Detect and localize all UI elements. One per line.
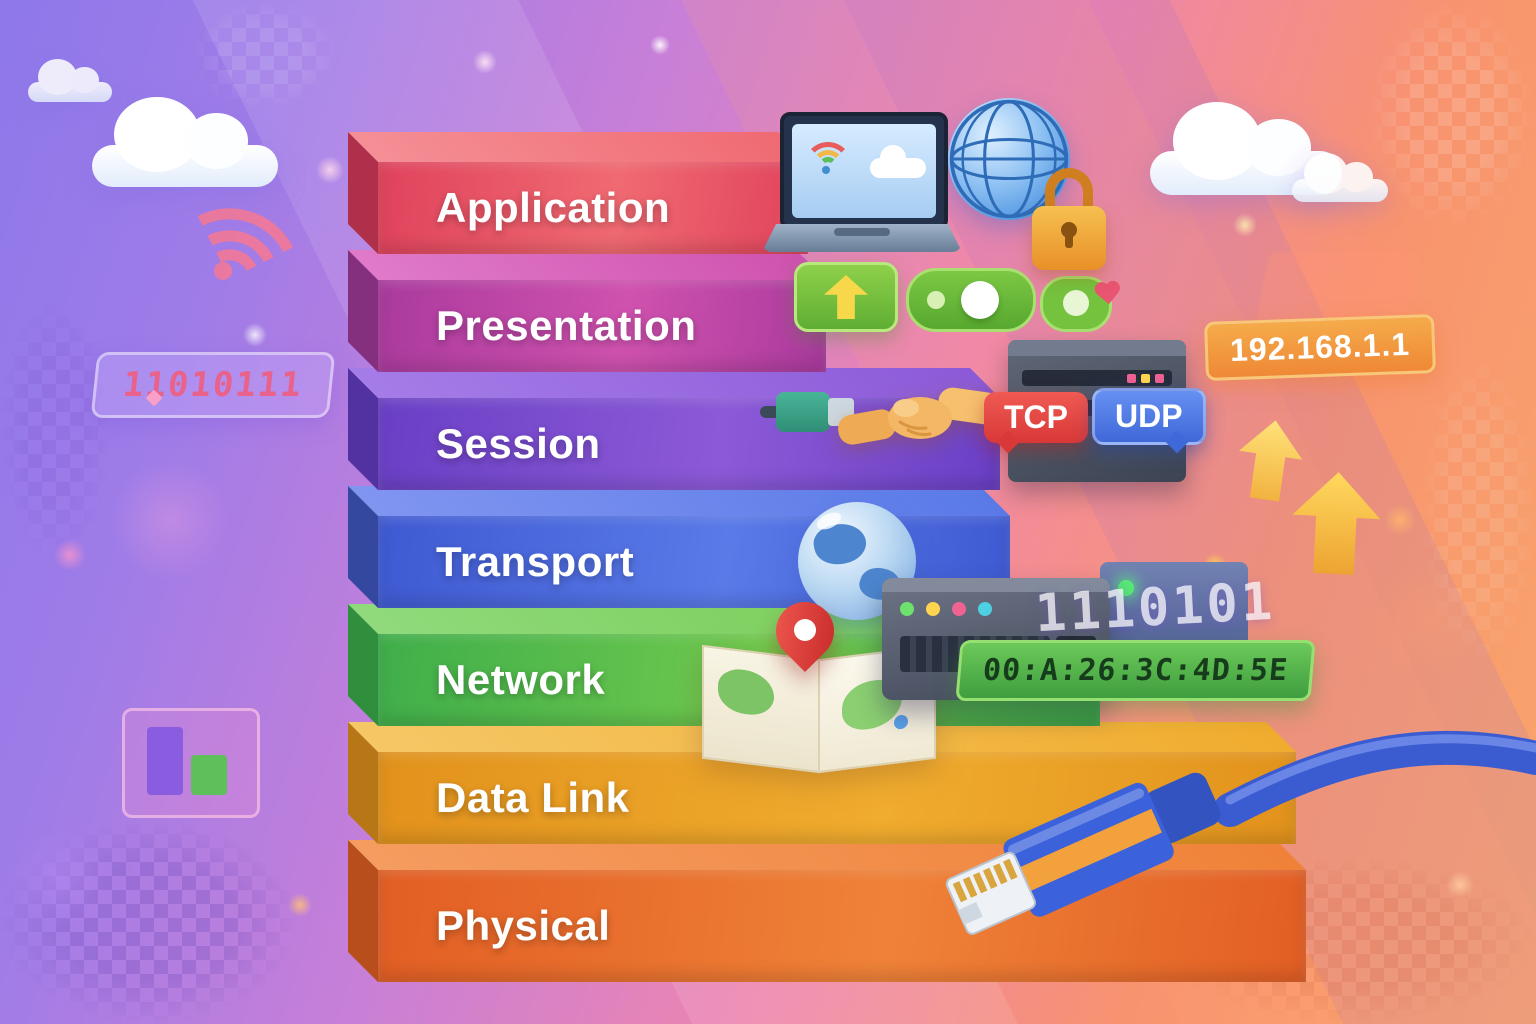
upload-arrow-icon	[794, 262, 898, 332]
layer-label: Transport	[436, 538, 635, 585]
layer-label: Session	[436, 420, 601, 467]
laptop-screen	[780, 112, 948, 230]
layer-top-face	[348, 250, 826, 280]
laptop-display	[792, 124, 936, 218]
padlock-icon	[1032, 168, 1106, 272]
layer-physical: Physical	[348, 840, 1306, 982]
wifi-icon	[804, 142, 852, 182]
padlock-keyhole	[1061, 222, 1077, 248]
layer-label: Presentation	[436, 302, 697, 349]
layer-presentation: Presentation	[348, 250, 826, 372]
layer-top-face	[348, 840, 1306, 870]
ip-address-badge: 192.168.1.1	[1204, 314, 1437, 381]
cloud-icon	[870, 145, 926, 178]
location-pin-icon	[763, 589, 847, 682]
layer-front-face: Physical	[378, 870, 1306, 982]
mac-address-badge: 00:A:26:3C:4D:5E	[955, 640, 1316, 701]
pin-center	[794, 619, 816, 641]
usb-body	[776, 392, 830, 432]
heart-icon	[1093, 281, 1124, 310]
server-slot	[1022, 370, 1172, 386]
layer-label: Network	[436, 656, 606, 703]
toggle-knob	[1063, 290, 1089, 316]
laptop-base	[762, 224, 962, 252]
laptop-icon	[762, 112, 962, 260]
handshake-icon	[838, 370, 1001, 464]
udp-badge: UDP	[1092, 388, 1206, 445]
map-water-dot	[894, 714, 908, 730]
layer-front-face: Application	[378, 162, 808, 254]
toggle-dot	[927, 291, 945, 309]
layer-label: Physical	[436, 902, 611, 949]
up-arrow-glyph	[824, 275, 868, 319]
layer-top-face	[348, 486, 1010, 516]
binary-text: 1110101	[1033, 571, 1277, 645]
layer-application: Application	[348, 132, 808, 254]
map-landmass	[718, 666, 774, 718]
layer-label: Data Link	[436, 774, 630, 821]
toggle-knob	[961, 281, 999, 319]
status-lights	[900, 602, 992, 616]
tcp-badge: TCP	[984, 392, 1088, 443]
layer-front-face: Presentation	[378, 280, 826, 372]
toggle-icon	[906, 268, 1036, 332]
layer-top-face	[348, 132, 808, 162]
layer-label: Application	[436, 184, 671, 231]
